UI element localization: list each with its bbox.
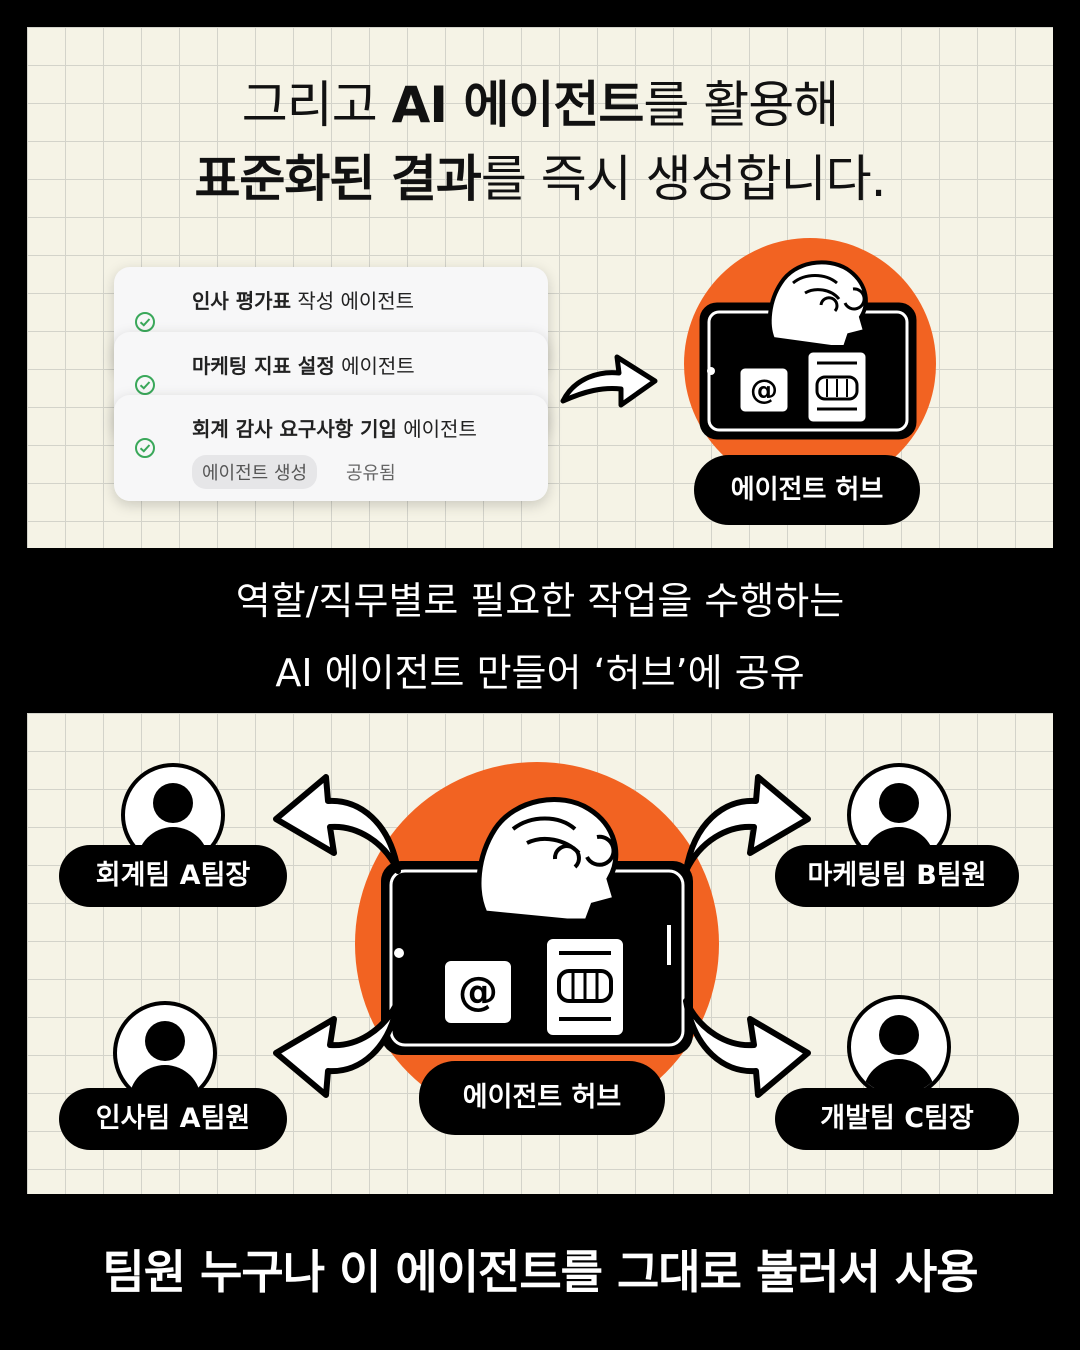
top-panel: 그리고 AI 에이전트를 활용해 표준화된 결과를 즉시 생성합니다. 인사 평… bbox=[27, 27, 1053, 548]
headline-line-1: 그리고 AI 에이전트를 활용해 bbox=[241, 76, 840, 134]
svg-text:@: @ bbox=[750, 373, 778, 406]
check-circle-icon bbox=[135, 312, 155, 332]
user-label-dev: 개발팀 C팀장 bbox=[775, 1088, 1019, 1150]
arrow-down-right-icon bbox=[683, 998, 811, 1098]
agent-card-title: 회계 감사 요구사항 기입 에이전트 bbox=[192, 417, 477, 441]
user-label-accounting: 회계팀 A팀장 bbox=[59, 845, 287, 907]
bottom-panel: @ 회계팀 A팀장 인사팀 A팀원 마케팅팀 B팀원 개발팀 C팀장 에이전트 … bbox=[27, 713, 1053, 1194]
user-avatar-icon bbox=[847, 995, 951, 1099]
arrow-up-right-icon bbox=[683, 774, 811, 874]
check-circle-icon bbox=[135, 438, 155, 458]
hub-label: 에이전트 허브 bbox=[694, 455, 920, 525]
footer-caption: 팀원 누구나 이 에이전트를 그대로 불러서 사용 bbox=[102, 1245, 978, 1299]
shared-status: 공유됨 bbox=[346, 463, 396, 484]
arrow-right-icon bbox=[560, 354, 658, 408]
arrow-up-left-icon bbox=[273, 774, 401, 874]
user-label-hr: 인사팀 A팀원 bbox=[59, 1088, 287, 1150]
agent-card-title: 마케팅 지표 설정 에이전트 bbox=[192, 354, 415, 378]
create-agent-chip[interactable]: 에이전트 생성 bbox=[192, 455, 318, 489]
svg-text:@: @ bbox=[458, 969, 498, 1015]
agent-hub-illustration: @ bbox=[684, 238, 936, 490]
check-circle-icon bbox=[135, 375, 155, 395]
caption-line-1: 역할/직무별로 필요한 작업을 수행하는 bbox=[235, 579, 845, 623]
agent-card-title: 인사 평가표 작성 에이전트 bbox=[192, 289, 415, 313]
agent-hub-illustration: @ bbox=[355, 762, 719, 1126]
arrow-down-left-icon bbox=[273, 998, 401, 1098]
caption-line-2: AI 에이전트 만들어 ‘허브’에 공유 bbox=[275, 651, 805, 695]
hub-label: 에이전트 허브 bbox=[419, 1061, 665, 1135]
agent-card-accounting[interactable]: 회계 감사 요구사항 기입 에이전트 에이전트 생성 공유됨 bbox=[114, 395, 548, 501]
headline-line-2: 표준화된 결과를 즉시 생성합니다. bbox=[194, 150, 886, 208]
user-label-marketing: 마케팅팀 B팀원 bbox=[775, 845, 1019, 907]
